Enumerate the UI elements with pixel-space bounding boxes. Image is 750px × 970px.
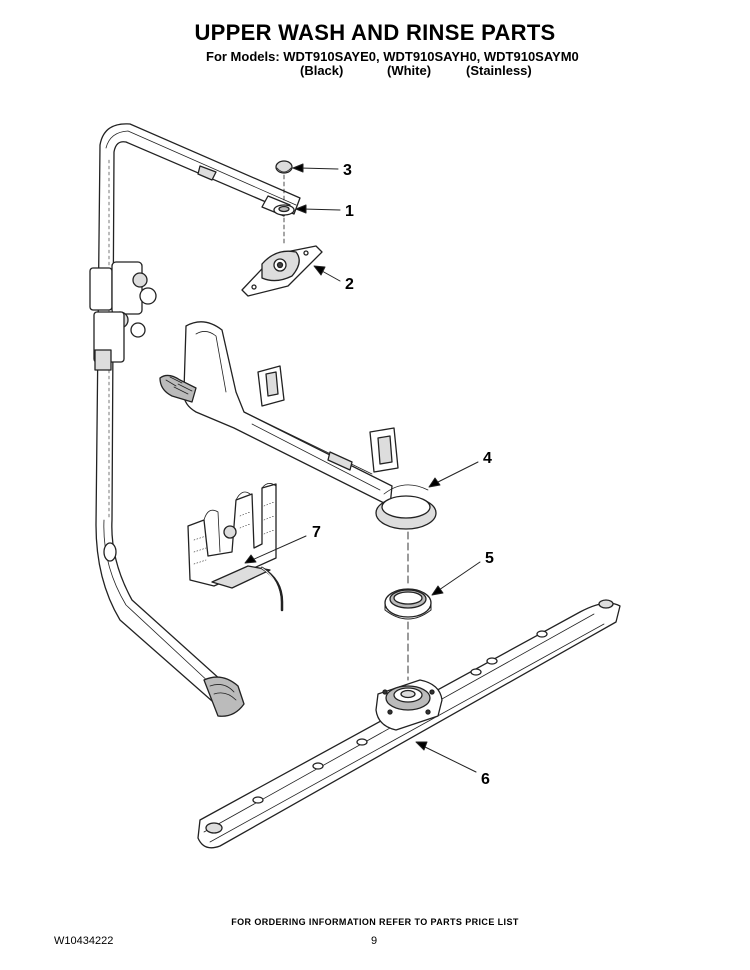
ordering-note: FOR ORDERING INFORMATION REFER TO PARTS … (231, 917, 519, 927)
models-line: For Models: WDT910SAYE0, WDT910SAYH0, WD… (206, 49, 579, 64)
callout-2: 2 (345, 276, 354, 293)
callout-1: 1 (345, 203, 354, 220)
part-5-seal-ring (384, 588, 432, 620)
page-number: 9 (371, 935, 378, 947)
callout-5: 5 (485, 550, 494, 567)
part-1-nut (273, 174, 295, 216)
leader-lines (244, 163, 481, 773)
part-3-cap (275, 160, 293, 174)
part-6-spray-arm (197, 599, 621, 849)
variant-stainless: (Stainless) (466, 63, 532, 78)
callout-3: 3 (343, 162, 352, 179)
callout-4: 4 (483, 450, 492, 467)
document-number: W10434222 (54, 935, 114, 947)
part-7-fan-sprayer (187, 483, 284, 612)
part-4-manifold (159, 321, 437, 530)
supply-tube (95, 123, 301, 717)
page-title: UPPER WASH AND RINSE PARTS (194, 20, 556, 45)
variant-black: (Black) (300, 63, 344, 78)
tube-clips (89, 261, 157, 371)
callout-7: 7 (312, 524, 321, 541)
part-2-spray-hub (241, 217, 323, 297)
variant-labels: (Black) (White) (Stainless) (0, 63, 750, 79)
callout-6: 6 (481, 771, 490, 788)
variant-white: (White) (387, 63, 432, 78)
